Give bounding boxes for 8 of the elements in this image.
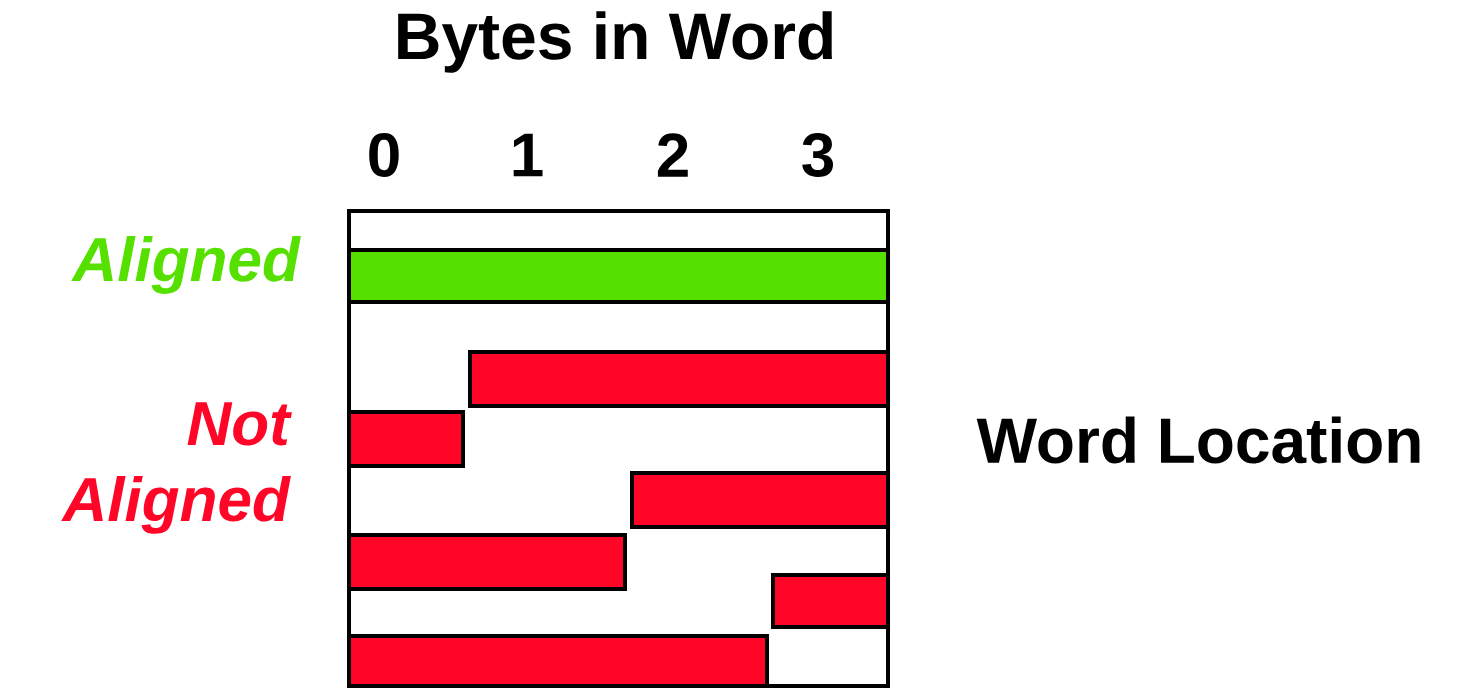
column-number: 0 [369, 133, 399, 177]
title: Bytes in Word [398, 11, 832, 73]
column-number: 1 [513, 133, 543, 177]
row-label: Not Aligned [61, 402, 292, 534]
column-number: 2 [657, 133, 688, 177]
axis-label: Word Location [976, 416, 1420, 464]
row-label: Aligned [71, 236, 301, 294]
column-number: 3 [802, 133, 833, 177]
